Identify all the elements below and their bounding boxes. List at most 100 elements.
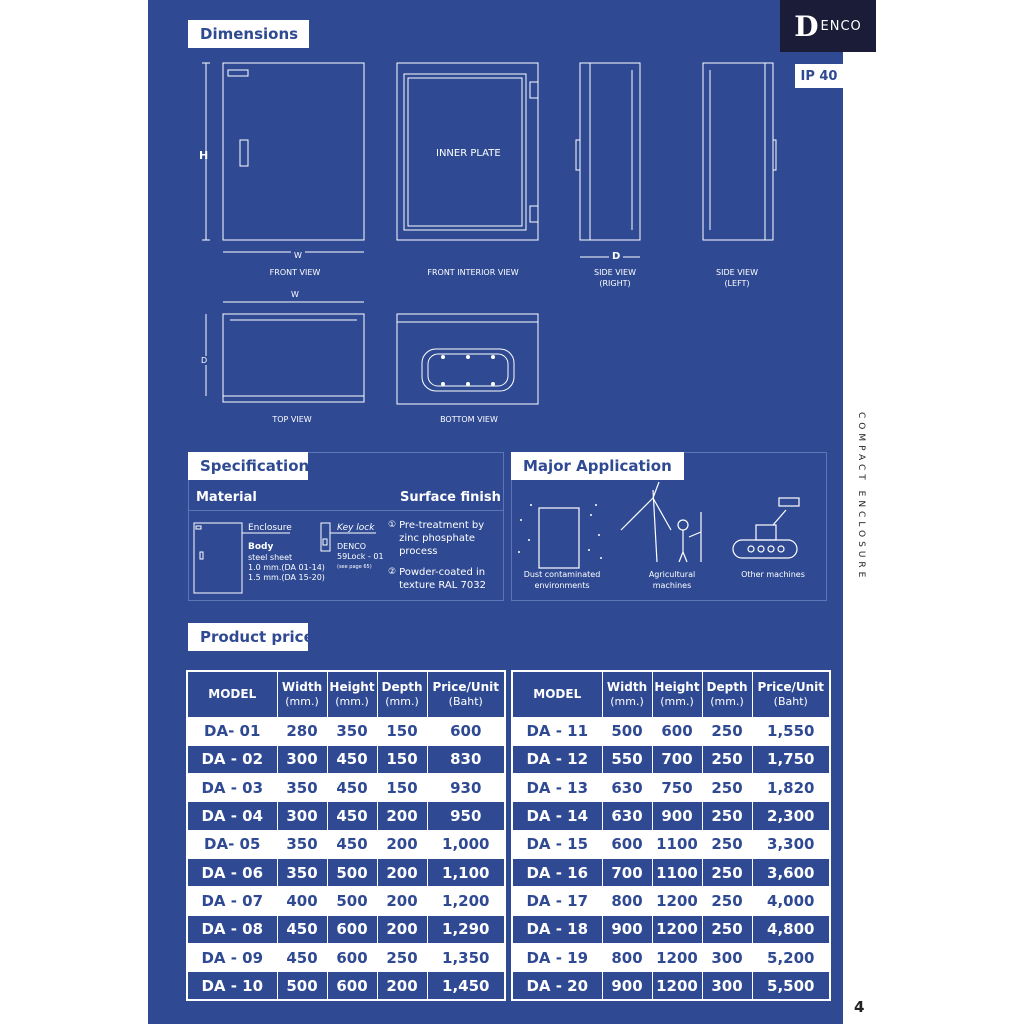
inner-plate-label: INNER PLATE [436, 148, 501, 159]
step-2-icon: ② [388, 567, 397, 577]
front-view-caption: FRONT VIEW [269, 268, 321, 277]
surface-finish-heading: Surface finish [400, 490, 501, 505]
column-header: MODEL [186, 670, 278, 718]
key-lock-label: Key lock [337, 523, 375, 533]
table-cell: 250 [701, 744, 753, 775]
application-heading: Major Application [511, 452, 684, 480]
table-cell: 4,000 [751, 886, 831, 916]
column-header: Width(mm.) [276, 670, 328, 718]
table-cell: 950 [426, 801, 506, 831]
table-cell: 3,300 [751, 829, 831, 859]
table-cell: DA - 16 [511, 857, 603, 888]
table-cell: 250 [701, 857, 753, 888]
table-cell: DA - 10 [186, 971, 278, 1001]
table-cell: DA - 14 [511, 801, 603, 831]
table-cell: 1200 [651, 942, 703, 973]
enclosure-icon [193, 522, 376, 594]
table-cell: 600 [326, 942, 378, 973]
table-cell: 1100 [651, 829, 703, 859]
column-header: MODEL [511, 670, 603, 718]
table-cell: 350 [276, 857, 328, 888]
table-cell: 300 [276, 744, 328, 775]
table-cell: 1,550 [751, 716, 831, 746]
column-header: Height(mm.) [326, 670, 378, 718]
application-dust: Dust contaminated environments [523, 570, 601, 590]
table-cell: 1,750 [751, 744, 831, 775]
divider [188, 510, 504, 511]
enclosure-label: Enclosure [248, 523, 292, 533]
table-cell: DA- 05 [186, 829, 278, 859]
table-cell: 1,200 [426, 886, 506, 916]
application-icons [518, 481, 800, 569]
column-header: Price/Unit(Baht) [426, 670, 506, 718]
table-cell: DA - 17 [511, 886, 603, 916]
table-cell: 600 [326, 914, 378, 944]
side-view-left-caption: SIDE VIEW (LEFT) [716, 268, 758, 288]
table-cell: 600 [326, 971, 378, 1001]
table-cell: 900 [601, 914, 653, 944]
table-cell: 600 [601, 829, 653, 859]
table-cell: 600 [651, 716, 703, 746]
table-cell: 200 [376, 971, 428, 1001]
table-cell: 200 [376, 886, 428, 916]
table-cell: 1,290 [426, 914, 506, 944]
lock-note: (see page 65) [337, 564, 372, 570]
table-cell: 1,350 [426, 942, 506, 973]
table-cell: 500 [601, 716, 653, 746]
column-header: Height(mm.) [651, 670, 703, 718]
side-view-right-caption: SIDE VIEW (RIGHT) [594, 268, 636, 288]
table-cell: DA - 19 [511, 942, 603, 973]
table-cell: 250 [701, 886, 753, 916]
table-cell: DA - 15 [511, 829, 603, 859]
table-cell: 500 [326, 886, 378, 916]
table-cell: 450 [326, 829, 378, 859]
page-number: 4 [854, 998, 865, 1016]
table-cell: 350 [276, 773, 328, 803]
table-cell: 630 [601, 773, 653, 803]
table-cell: 1200 [651, 971, 703, 1001]
table-cell: 800 [601, 886, 653, 916]
front-interior-view-caption: FRONT INTERIOR VIEW [427, 268, 519, 277]
material-heading: Material [196, 490, 257, 505]
wind-turbine-icon [620, 481, 702, 563]
table-cell: 200 [376, 801, 428, 831]
table-cell: 2,300 [751, 801, 831, 831]
table-cell: 830 [426, 744, 506, 775]
product-price-heading: Product price [188, 623, 314, 651]
table-cell: 350 [276, 829, 328, 859]
table-cell: 700 [601, 857, 653, 888]
step-1-icon: ① [388, 520, 397, 530]
height-label: H [199, 149, 209, 162]
table-cell: 550 [601, 744, 653, 775]
top-depth-label: D [201, 356, 208, 365]
body-line: 1.0 mm.(DA 01-14) [248, 563, 325, 572]
table-cell: DA- 01 [186, 716, 278, 746]
table-cell: 250 [701, 829, 753, 859]
table-cell: 150 [376, 773, 428, 803]
specification-heading: Specification [188, 452, 309, 480]
application-other: Other machines [741, 570, 805, 579]
finish-item: Pre-treatment by zinc phosphate process [399, 520, 485, 557]
table-cell: 250 [701, 914, 753, 944]
body-label: Body [248, 542, 274, 552]
finish-item: Powder-coated in texture RAL 7032 [399, 567, 486, 591]
table-cell: DA - 02 [186, 744, 278, 775]
table-cell: 300 [701, 971, 753, 1001]
table-cell: DA - 06 [186, 857, 278, 888]
